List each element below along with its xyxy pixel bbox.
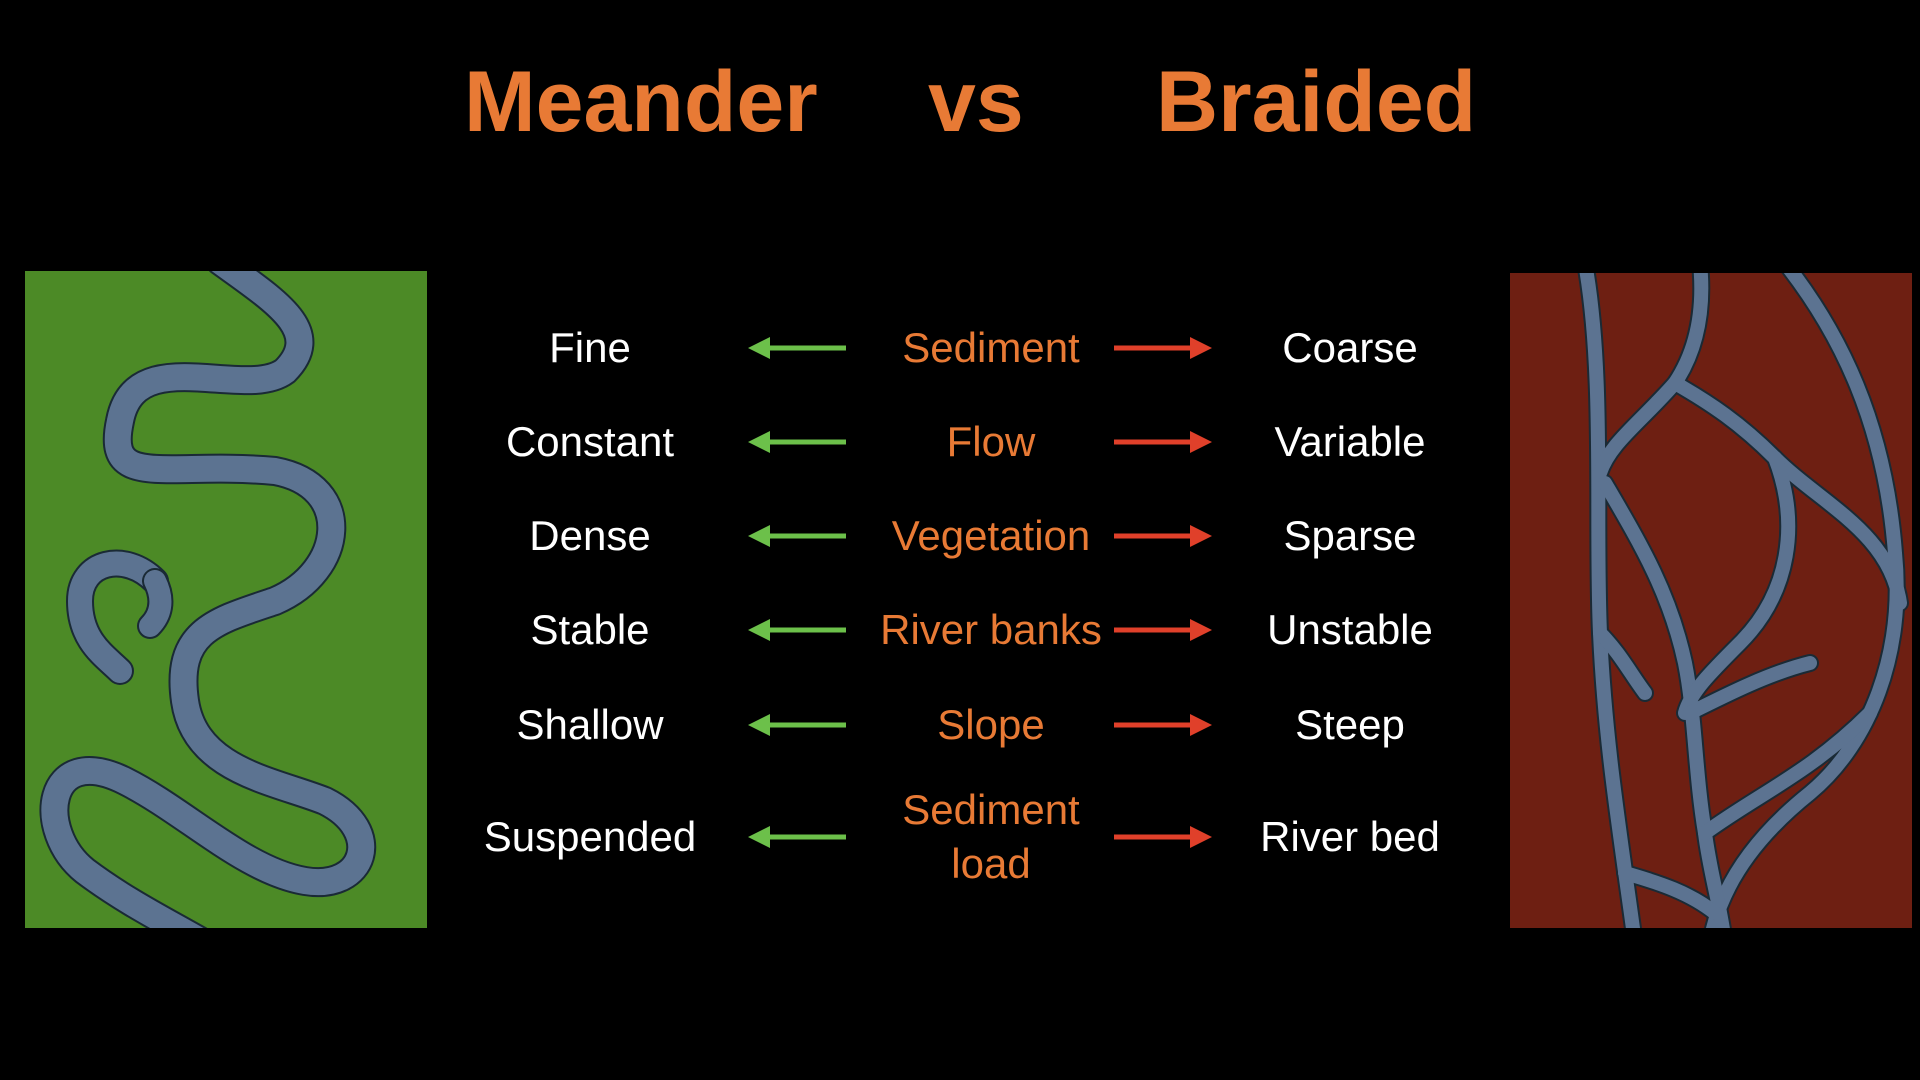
arrow-left-icon	[748, 822, 848, 852]
arrow-right-icon	[1112, 615, 1212, 645]
meander-river-illustration	[25, 271, 427, 928]
braided-channels	[1577, 273, 1909, 928]
comparison-row-slope: Shallow Slope Steep	[440, 695, 1480, 755]
comparison-row-sediment: Fine Sediment Coarse	[440, 318, 1480, 378]
meander-value: Shallow	[516, 701, 664, 748]
meander-value: Dense	[529, 512, 651, 559]
factor-label: Vegetation	[891, 512, 1091, 559]
arrow-right-icon	[1112, 427, 1212, 457]
braided-river-graphic	[1510, 273, 1912, 928]
title-meander: Meander	[464, 54, 818, 150]
comparison-row-flow: Constant Flow Variable	[440, 412, 1480, 472]
factor-label: Sediment	[902, 324, 1080, 371]
braided-value: Variable	[1274, 418, 1426, 465]
arrow-left-icon	[748, 427, 848, 457]
braided-river-illustration	[1510, 273, 1912, 928]
braided-value: Steep	[1295, 701, 1405, 748]
factor-label: River banks	[880, 606, 1102, 653]
arrow-left-icon	[748, 615, 848, 645]
braided-value: Coarse	[1282, 324, 1418, 371]
meander-value: Constant	[505, 418, 675, 465]
arrow-right-icon	[1112, 822, 1212, 852]
meander-channel	[39, 271, 377, 928]
braided-value: Unstable	[1267, 606, 1433, 653]
meander-value: Fine	[549, 324, 631, 371]
braided-value: Sparse	[1283, 512, 1417, 559]
arrow-left-icon	[748, 710, 848, 740]
braided-value: River bed	[1260, 813, 1440, 860]
title-vs: vs	[928, 54, 1024, 150]
arrow-right-icon	[1112, 710, 1212, 740]
factor-label: Flow	[946, 418, 1036, 465]
comparison-row-vegetation: Dense Vegetation Sparse	[440, 506, 1480, 566]
meander-value: Stable	[530, 606, 650, 653]
meander-river-graphic	[25, 271, 427, 928]
factor-label: Slope	[937, 701, 1045, 748]
arrow-left-icon	[748, 521, 848, 551]
arrow-left-icon	[748, 333, 848, 363]
meander-value: Suspended	[483, 813, 697, 860]
factor-label: Sediment load	[902, 786, 1080, 887]
comparison-row-river-banks: Stable River banks Unstable	[440, 600, 1480, 660]
comparison-row-sediment-load: Suspended Sediment load River bed	[440, 782, 1480, 892]
arrow-right-icon	[1112, 521, 1212, 551]
arrow-right-icon	[1112, 333, 1212, 363]
title-braided: Braided	[1156, 54, 1477, 150]
